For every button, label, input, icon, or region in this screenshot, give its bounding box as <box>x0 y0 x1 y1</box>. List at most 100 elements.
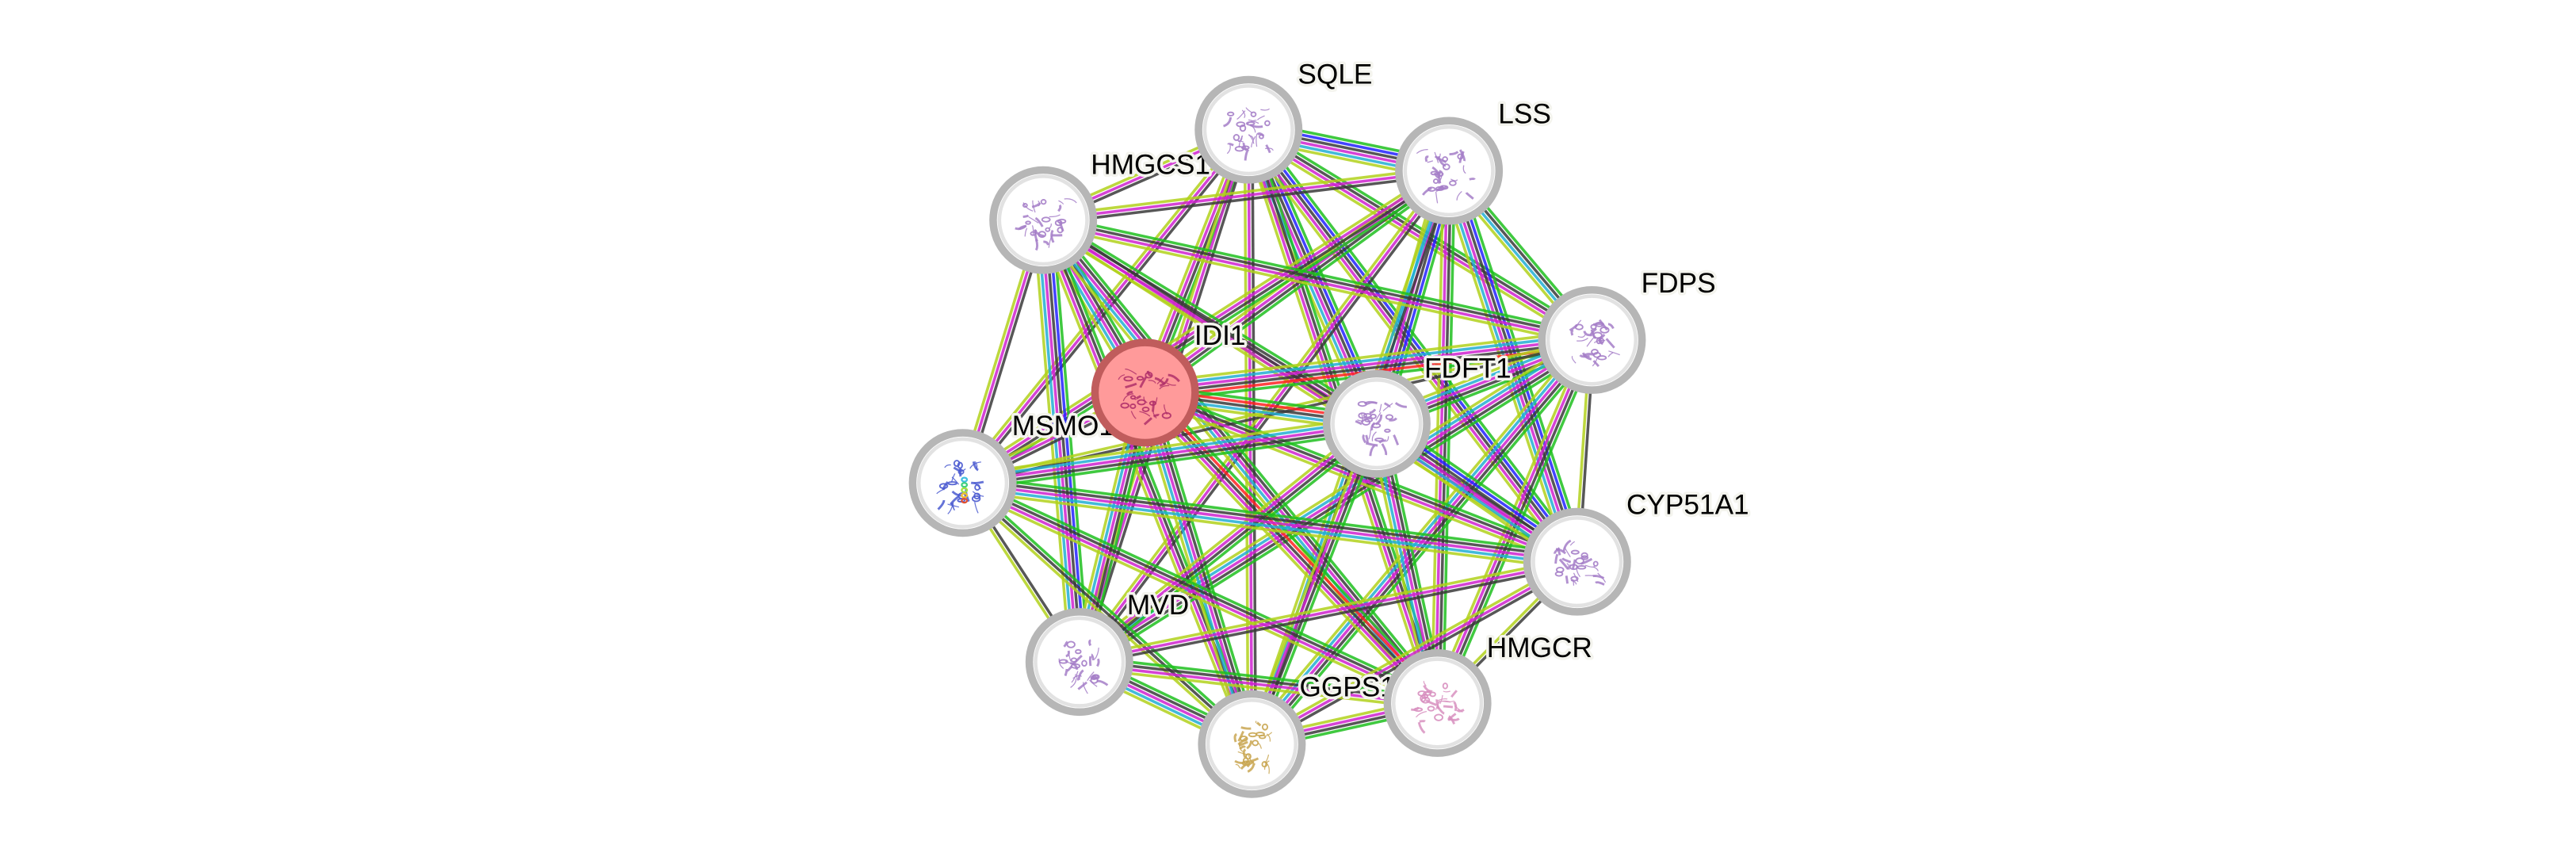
edge-fdft1-mvd[interactable] <box>1075 418 1382 668</box>
edge-evidence-neighborhood <box>1045 214 1381 421</box>
structure-helix <box>1580 555 1589 560</box>
edge-evidence-coexpression <box>962 480 1439 703</box>
structure-strand <box>944 464 951 468</box>
node-label-hmgcs1: HMGCS1 <box>1091 150 1210 181</box>
node-hmgcs1[interactable] <box>989 166 1098 274</box>
structure-helix <box>1057 227 1064 234</box>
structure-strand <box>1605 338 1615 349</box>
edge-hmgcs1-ggps1[interactable] <box>1036 217 1259 747</box>
node-cyp51a1[interactable] <box>1523 507 1631 616</box>
edge-fdps-mvd[interactable] <box>1074 332 1597 670</box>
structure-helix <box>1038 231 1047 239</box>
protein-structure-icon <box>1355 400 1407 457</box>
structure-helix <box>1226 111 1235 117</box>
structure-strand <box>1022 214 1030 218</box>
structure-helix <box>1575 557 1584 565</box>
structure-strand <box>1608 350 1620 356</box>
structure-strand <box>1065 650 1070 658</box>
node-disc <box>1527 511 1628 612</box>
nodes-layer <box>908 75 1646 798</box>
structure-strand <box>1416 148 1428 155</box>
structure-helix <box>1239 124 1247 132</box>
node-ggps1[interactable] <box>1198 690 1306 798</box>
edge-msmo1-cyp51a1[interactable] <box>961 474 1579 571</box>
structure-helix <box>1370 413 1377 419</box>
structure-strand <box>1015 225 1026 231</box>
structure-strand <box>1125 382 1137 389</box>
edge-hmgcs1-fdps[interactable] <box>1041 212 1594 347</box>
structure-strand <box>1435 699 1440 709</box>
node-msmo1[interactable] <box>908 429 1017 537</box>
node-ring <box>1395 117 1504 225</box>
edge-evidence-experiments <box>1042 219 1578 564</box>
edge-evidence-textmining <box>1078 666 1438 710</box>
structure-helix <box>1145 372 1153 379</box>
edge-evidence-databases <box>1076 335 1591 660</box>
structure-strand <box>1456 709 1465 713</box>
protein-structure-icon <box>1058 639 1109 694</box>
node-fdps[interactable] <box>1538 285 1646 394</box>
edge-fdft1-msmo1[interactable] <box>961 415 1378 492</box>
structure-strand <box>1247 763 1256 773</box>
structure-strand <box>1371 431 1377 442</box>
structure-helix <box>1570 549 1580 555</box>
edge-evidence-neighborhood <box>1044 212 1594 336</box>
edge-evidence-coexpression <box>1043 219 1256 744</box>
structure-helix <box>957 468 965 475</box>
edge-msmo1-hmgcr[interactable] <box>959 476 1441 710</box>
structure-strand <box>1417 721 1426 734</box>
structure-strand <box>1125 369 1137 375</box>
structure-helix <box>1264 120 1271 127</box>
node-hmgcr[interactable] <box>1383 648 1492 757</box>
node-ring <box>1383 648 1492 757</box>
node-inner-shadow <box>1034 616 1126 708</box>
structure-strand <box>1592 360 1600 368</box>
edge-mvd-hmgcr[interactable] <box>1078 655 1439 710</box>
structure-strand <box>974 502 979 514</box>
edge-cyp51a1-mvd[interactable] <box>1078 556 1579 667</box>
edge-evidence-neighborhood <box>964 476 1441 700</box>
structure-strand <box>1235 763 1241 769</box>
node-mvd[interactable] <box>1025 608 1133 717</box>
structure-strand <box>1070 662 1079 671</box>
edge-lss-hmgcs1[interactable] <box>1042 166 1450 226</box>
node-sqle[interactable] <box>1194 75 1303 184</box>
edge-evidence-experiments <box>1040 220 1080 663</box>
structure-strand <box>1267 733 1271 742</box>
structure-strand <box>1565 575 1569 584</box>
structure-strand <box>1584 575 1597 577</box>
edge-evidence-textmining <box>1040 222 1577 567</box>
edge-evidence-experiments <box>1079 560 1578 663</box>
structure-strand <box>1139 411 1151 417</box>
node-lss[interactable] <box>1395 117 1504 225</box>
edge-evidence-experiments <box>1042 220 1592 343</box>
structure-helix <box>1252 740 1259 747</box>
edge-evidence-textmining <box>961 488 1577 571</box>
structure-strand <box>1581 352 1592 361</box>
structure-strand <box>1564 547 1571 558</box>
structure-helix <box>1591 349 1599 355</box>
edge-hmgcs1-cyp51a1[interactable] <box>1040 216 1580 567</box>
structure-strand <box>972 461 979 472</box>
structure-strand <box>1154 377 1166 385</box>
structure-strand <box>1088 639 1092 646</box>
edge-evidence-neighborhood <box>1147 174 1454 399</box>
structure-helix <box>1081 659 1087 667</box>
node-ring <box>1322 369 1431 478</box>
node-disc <box>1398 120 1500 221</box>
structure-helix <box>1250 111 1257 117</box>
structure-helix <box>1161 412 1171 419</box>
structure-helix <box>1569 564 1579 571</box>
edge-evidence-coexpression <box>1080 342 1595 667</box>
structure-strand <box>1233 732 1237 743</box>
structure-strand <box>1094 648 1099 659</box>
structure-strand <box>1265 147 1274 151</box>
node-inner-shadow <box>1546 294 1638 386</box>
node-fdft1[interactable] <box>1322 369 1431 478</box>
node-disc <box>992 170 1094 270</box>
structure-helix <box>1574 323 1584 331</box>
structure-helix <box>1435 185 1445 191</box>
structure-strand <box>1077 669 1084 681</box>
node-idi1[interactable] <box>1091 338 1199 447</box>
